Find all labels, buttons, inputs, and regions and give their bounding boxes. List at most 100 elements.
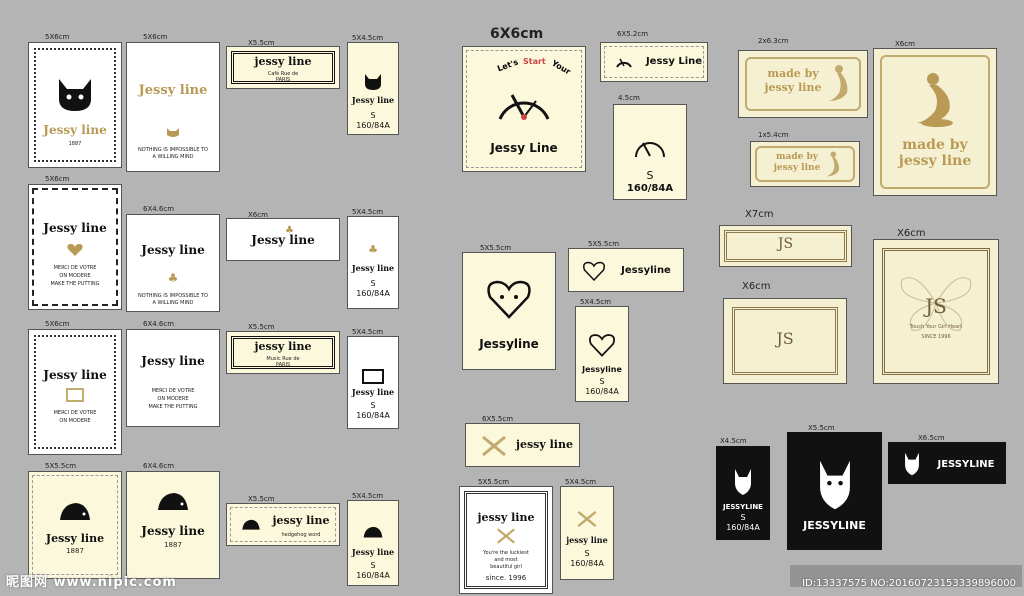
label-bones-size-tag[interactable]: jessy line S 160/84A [560, 486, 614, 580]
slogan-text: A WILLING MIND [152, 154, 194, 160]
dimension-label: 5X4.5cm [352, 208, 384, 216]
id-watermark-bg [790, 565, 1022, 587]
label-mermaid-small[interactable]: made by jessy line [750, 141, 860, 187]
label-fox-card[interactable]: JESSYLINE [787, 432, 882, 550]
label-clock-size-tag[interactable]: S 160/84A [613, 104, 687, 200]
dimension-label: 5X4.5cm [580, 298, 612, 306]
double-border [231, 336, 335, 369]
label-fox-strip[interactable]: JESSYLINE [888, 442, 1006, 484]
since-text: SINCE 1996 [921, 334, 951, 340]
size-code: 160/84A [356, 121, 390, 130]
dashed-border [32, 475, 118, 575]
crossed-bones-icon [482, 435, 506, 457]
ornate-border [745, 57, 861, 111]
brand-name: Jessy Line [490, 141, 558, 155]
size-code: 160/84A [626, 183, 674, 194]
heart-icon [67, 244, 83, 256]
crossed-bones-icon [497, 528, 515, 544]
dimension-label: 5X5.5cm [45, 462, 77, 470]
dimension-label: 5X5.5cm [480, 244, 512, 252]
heart-face-icon [583, 261, 605, 281]
label-club-strip[interactable]: Jessy line ♣ [226, 218, 340, 261]
ornate-border [882, 248, 990, 375]
ornate-border [880, 55, 990, 189]
lucky-text: beautiful girl [490, 564, 522, 570]
clock-icon [498, 94, 550, 120]
size-code: 160/84A [356, 411, 390, 420]
made-by-text: made by [767, 67, 819, 80]
dimension-label: 5X4.5cm [352, 328, 384, 336]
dimension-label: X6cm [897, 228, 926, 239]
hedgehog-icon [363, 526, 383, 538]
label-card-cassette[interactable]: Jessy line MERCI DE VOTRE ON MODERE [28, 329, 122, 455]
label-heart-size-tag[interactable]: Jessyline S 160/84A [575, 306, 629, 402]
paris-text: PARIS [275, 362, 291, 368]
brand-name: jessy line [254, 55, 312, 68]
label-bones-strip[interactable]: jessy line [465, 423, 580, 467]
label-fox-size-tag[interactable]: JESSYLINE S 160/84A [716, 446, 770, 540]
brand-name: Jessy line [351, 95, 395, 105]
label-hedgehog-strip[interactable]: jessy line hedgehog word [226, 503, 340, 546]
dimension-label: X6cm [742, 281, 771, 292]
touch-text: Touch Your Girl Heart [909, 324, 963, 330]
size-code: 160/84A [356, 571, 390, 580]
double-border [231, 51, 335, 84]
label-clock-card[interactable]: Let's Start Your Jessy Line [462, 46, 586, 172]
dashed-border [466, 50, 582, 168]
monogram: JS [777, 236, 794, 252]
brand-name: Jessy line [351, 263, 395, 273]
crossed-bones-icon [577, 511, 597, 527]
fox-icon [905, 452, 919, 476]
label-hedgehog-card[interactable]: Jessy line 1887 [28, 471, 122, 579]
mermaid-icon [917, 73, 953, 127]
site-watermark: 昵图网 www.nipic.com [6, 575, 177, 590]
heart-face-icon [487, 280, 531, 319]
tiny-text: MERCI DE VOTRE [151, 388, 195, 394]
label-card-heart[interactable]: Jessy line MERCI DE VOTRE ON MODERE MAKE… [28, 184, 122, 310]
label-heart-strip[interactable]: Jessyline [568, 248, 684, 292]
label-clock-strip[interactable]: Jessy Line [600, 42, 708, 82]
dimension-label: 5X6cm [45, 175, 70, 183]
label-cafe-strip[interactable]: jessy line Café Rue de PARIS [226, 46, 340, 89]
dimension-label: 5X6cm [45, 320, 70, 328]
label-js-butterfly[interactable]: JS Touch Your Girl Heart SINCE 1996 [873, 239, 999, 384]
label-hedgehog-size-tag[interactable]: Jessy line S 160/84A [347, 500, 399, 586]
brand-name: Jessy line [251, 233, 315, 247]
double-border [464, 491, 548, 589]
dimension-label: 1x5.4cm [758, 131, 789, 139]
label-js-wide[interactable]: JS [719, 225, 852, 267]
label-mermaid-big[interactable]: made by jessy line [873, 48, 997, 196]
label-club-size-tag[interactable]: ♣ Jessy line S 160/84A [347, 216, 399, 309]
label-club-card[interactable]: Jessy line ♣ NOTHING IS IMPOSSIBLE TO A … [126, 214, 220, 312]
club-icon: ♣ [368, 243, 378, 256]
size-letter: S [584, 549, 590, 558]
brand-name: jessy line [898, 153, 972, 169]
start-text: Start [523, 57, 546, 66]
mermaid-icon [829, 65, 848, 101]
brand-name: JESSYLINE [803, 519, 866, 532]
label-music-strip[interactable]: jessy line Music Rue de PARIS [226, 331, 340, 374]
brand-name: jessy line [773, 163, 821, 173]
clock-icon [635, 142, 665, 158]
label-cat-card[interactable]: Jessy line 1887 [28, 42, 122, 168]
hedgehog-icon [60, 503, 90, 520]
dimension-label: X6cm [895, 40, 915, 48]
label-lucky-card[interactable]: jessy line You're the luckiest and most … [459, 486, 553, 594]
year-text: 1887 [68, 141, 82, 147]
lucky-text: You're the luckiest [483, 550, 529, 556]
brand-name: JESSYLINE [723, 503, 763, 511]
brand-name: Jessy Line [645, 56, 703, 67]
label-crown-card[interactable]: Jessy line NOTHING IS IMPOSSIBLE TO A WI… [126, 42, 220, 172]
brand-name: Jessy line [45, 532, 105, 545]
label-hedgehog-card-2[interactable]: Jessy line 1887 [126, 471, 220, 579]
label-mermaid-wide[interactable]: made by jessy line [738, 50, 868, 118]
label-cassette-card[interactable]: Jessy line MERCI DE VOTRE ON MODERE MAKE… [126, 329, 220, 427]
brand-name: jessy line [477, 511, 535, 524]
label-cat-size-tag[interactable]: Jessy line S 160/84A [347, 42, 399, 135]
label-js-mid[interactable]: JS [723, 298, 847, 384]
fox-icon [819, 460, 850, 510]
brand-name: Jessy line [141, 354, 205, 368]
label-cassette-size-tag[interactable]: Jessy line S 160/84A [347, 336, 399, 429]
size-code: 160/84A [356, 289, 390, 298]
label-heart-card[interactable]: Jessyline [462, 252, 556, 370]
